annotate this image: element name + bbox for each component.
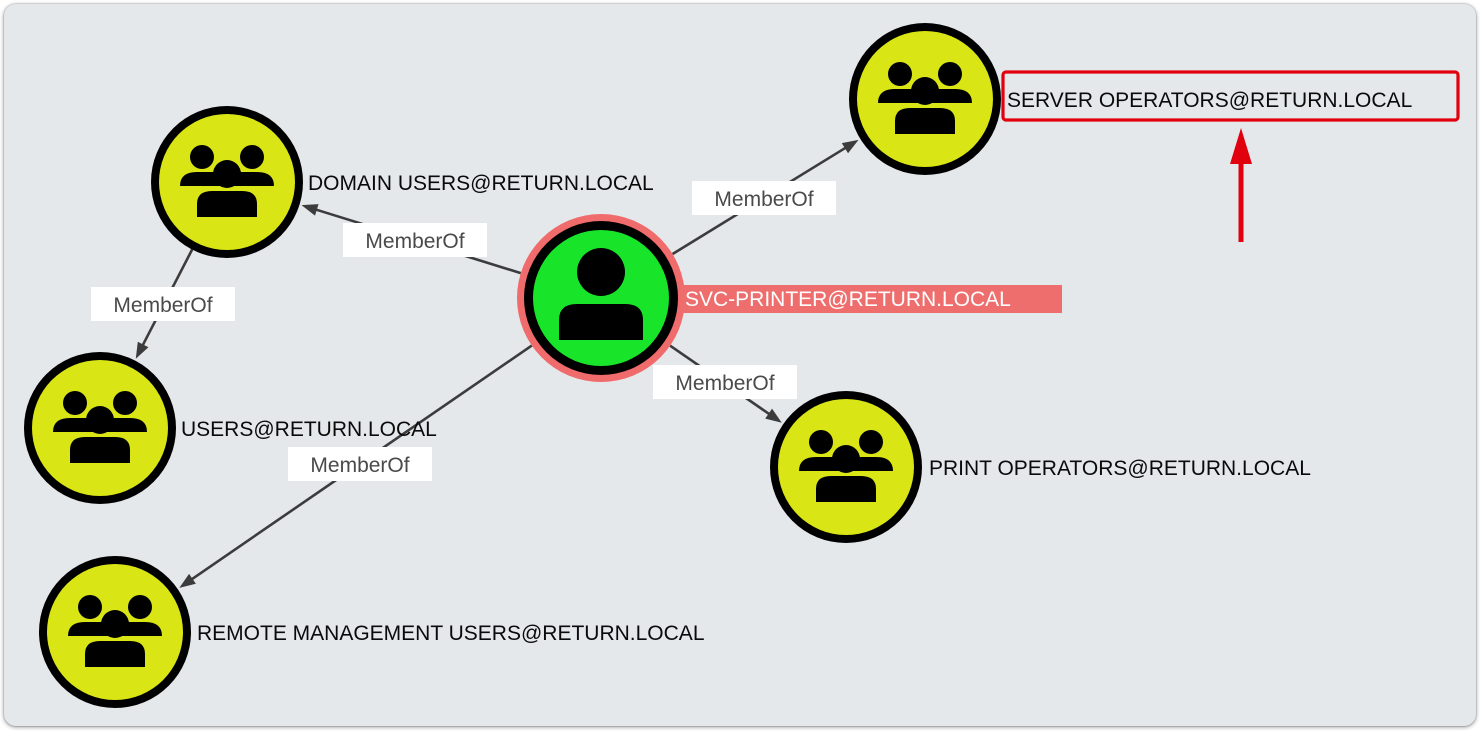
node-svc-printer[interactable]	[517, 214, 685, 382]
edge-arrowhead	[135, 341, 149, 359]
edge-label-background	[288, 447, 432, 481]
node-users[interactable]	[24, 352, 176, 504]
node-label-domain-users: DOMAIN USERS@RETURN.LOCAL	[308, 172, 654, 195]
edge-memberof[interactable]: MemberOf	[91, 248, 235, 359]
callout-annotation	[1001, 70, 1460, 242]
edge-memberof[interactable]: MemberOf	[301, 204, 522, 275]
edge-label: MemberOf	[310, 454, 409, 477]
node-label-print-operators: PRINT OPERATORS@RETURN.LOCAL	[929, 457, 1311, 480]
callout-box	[1001, 70, 1460, 122]
edge-arrowhead	[301, 204, 319, 216]
node-print-operators[interactable]	[770, 391, 922, 543]
nodes-layer: DOMAIN USERS@RETURN.LOCAL USERS@RETURN.L…	[24, 23, 1412, 708]
node-label-server-operators: SERVER OPERATORS@RETURN.LOCAL	[1007, 89, 1412, 112]
edge-label-background	[692, 181, 836, 215]
graph-svg: MemberOfMemberOfMemberOfMemberOfMemberOf…	[24, 23, 1460, 708]
node-domain-users[interactable]	[151, 106, 303, 258]
edge-label: MemberOf	[365, 230, 464, 253]
node-label-users: USERS@RETURN.LOCAL	[181, 418, 437, 441]
edge-label: MemberOf	[714, 188, 813, 211]
edge-memberof[interactable]: MemberOf	[179, 344, 533, 588]
edge-label: MemberOf	[675, 372, 774, 395]
node-label-remote-management-users: REMOTE MANAGEMENT USERS@RETURN.LOCAL	[197, 622, 705, 645]
edge-memberof[interactable]: MemberOf	[671, 139, 859, 256]
edge-memberof[interactable]: MemberOf	[653, 344, 797, 423]
edge-arrowhead	[179, 573, 196, 588]
callout-arrow-head	[1230, 128, 1252, 164]
node-label-highlight	[681, 285, 1062, 313]
edge-label: MemberOf	[113, 294, 212, 317]
node-server-operators[interactable]	[849, 23, 1001, 175]
edge-arrowhead	[765, 408, 782, 423]
node-label-svc-printer: SVC-PRINTER@RETURN.LOCAL	[685, 288, 1011, 311]
edge-label-background	[653, 365, 797, 399]
node-remote-management-users[interactable]	[39, 556, 191, 708]
edge-arrowhead	[841, 139, 859, 154]
edge-label-background	[91, 287, 235, 321]
edge-label-background	[343, 223, 487, 257]
